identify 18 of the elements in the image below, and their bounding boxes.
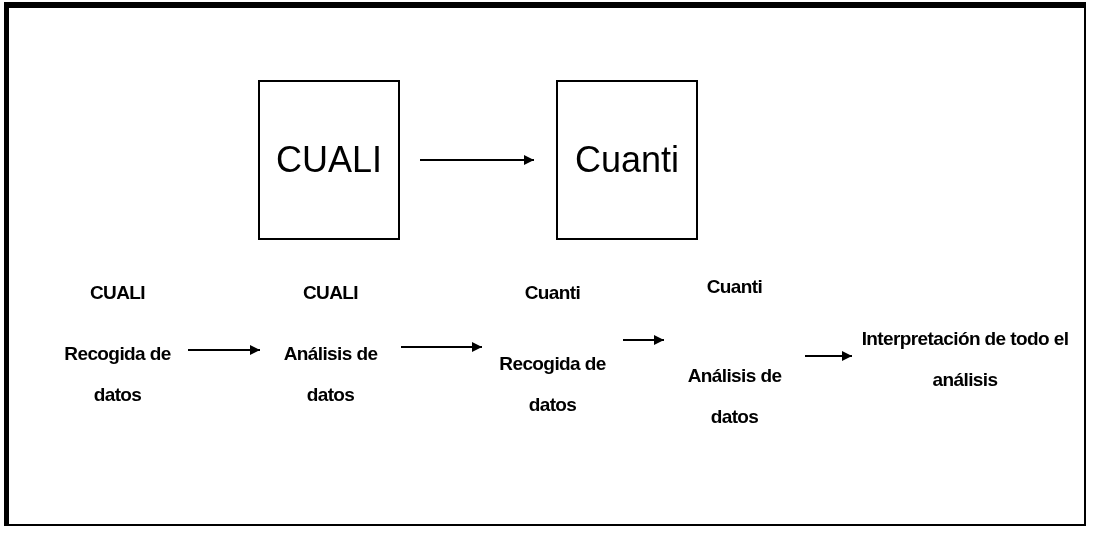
process-box bbox=[258, 80, 400, 240]
arrow bbox=[419, 155, 535, 165]
arrow bbox=[400, 342, 483, 352]
process-box bbox=[556, 80, 698, 240]
step-heading: Cuanti bbox=[705, 275, 764, 299]
step-heading: Cuanti bbox=[523, 281, 582, 305]
step-label: Recogida de datos bbox=[498, 352, 607, 417]
step-label: Análisis de datos bbox=[282, 342, 379, 407]
box-label: Cuanti bbox=[574, 139, 680, 181]
step-label: Análisis de datos bbox=[686, 364, 783, 429]
step-heading: CUALI bbox=[88, 281, 147, 305]
step-label: Interpretación de todo el análisis bbox=[860, 327, 1070, 392]
arrow bbox=[804, 351, 853, 361]
step-label: Recogida de datos bbox=[63, 342, 172, 407]
arrow bbox=[622, 335, 665, 345]
step-heading: CUALI bbox=[301, 281, 360, 305]
box-label: CUALI bbox=[276, 139, 382, 181]
arrow bbox=[187, 345, 261, 355]
